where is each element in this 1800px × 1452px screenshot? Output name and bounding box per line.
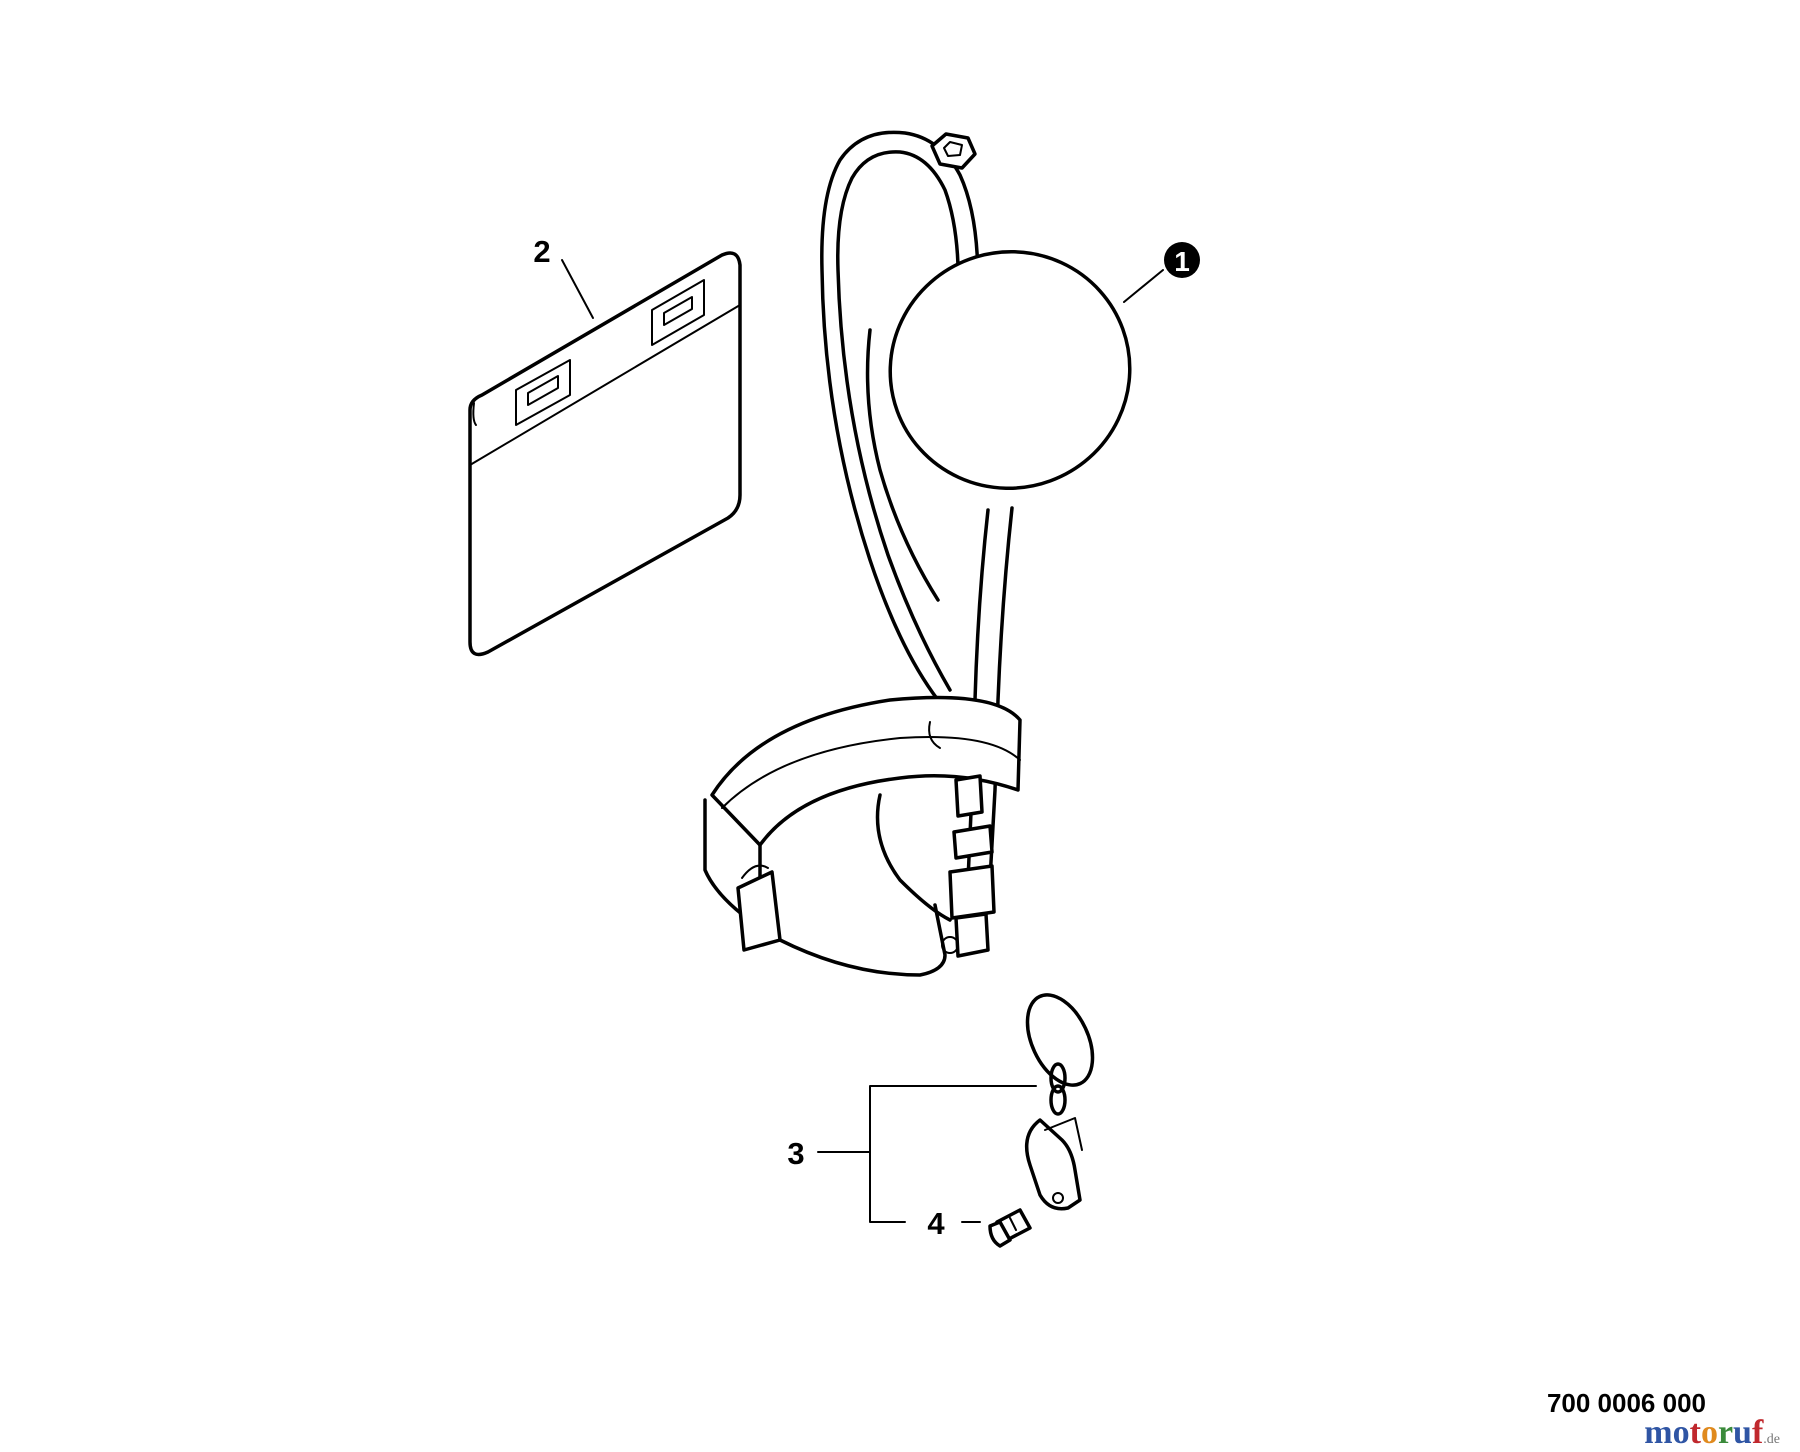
watermark-letter: r <box>1717 1414 1734 1451</box>
callout-1: 1 <box>1174 246 1190 277</box>
document-number: 700 0006 000 <box>1546 1388 1706 1418</box>
watermark-letter: o <box>1700 1414 1718 1451</box>
callout-3: 3 <box>787 1136 804 1171</box>
part-1-harness <box>703 130 1132 977</box>
part-4-screw <box>988 1208 1032 1248</box>
callout-1-badge <box>1164 242 1200 278</box>
callout-4: 4 <box>927 1206 945 1241</box>
part-3-clamp-ring <box>1024 993 1095 1211</box>
watermark-tld: .de <box>1763 1432 1780 1447</box>
watermark-letter: o <box>1672 1414 1690 1451</box>
watermark-letter: u <box>1733 1414 1752 1451</box>
bracket-3 <box>869 1085 1037 1223</box>
leader-1 <box>1123 269 1164 303</box>
watermark-letter: t <box>1689 1414 1701 1451</box>
callout-2: 2 <box>533 234 550 269</box>
watermark-letter: m <box>1644 1414 1673 1451</box>
leader-2 <box>561 259 594 319</box>
watermark-logo: motoruf.de <box>1644 1414 1780 1452</box>
watermark-letter: f <box>1751 1414 1764 1451</box>
part-2-card <box>468 251 742 657</box>
